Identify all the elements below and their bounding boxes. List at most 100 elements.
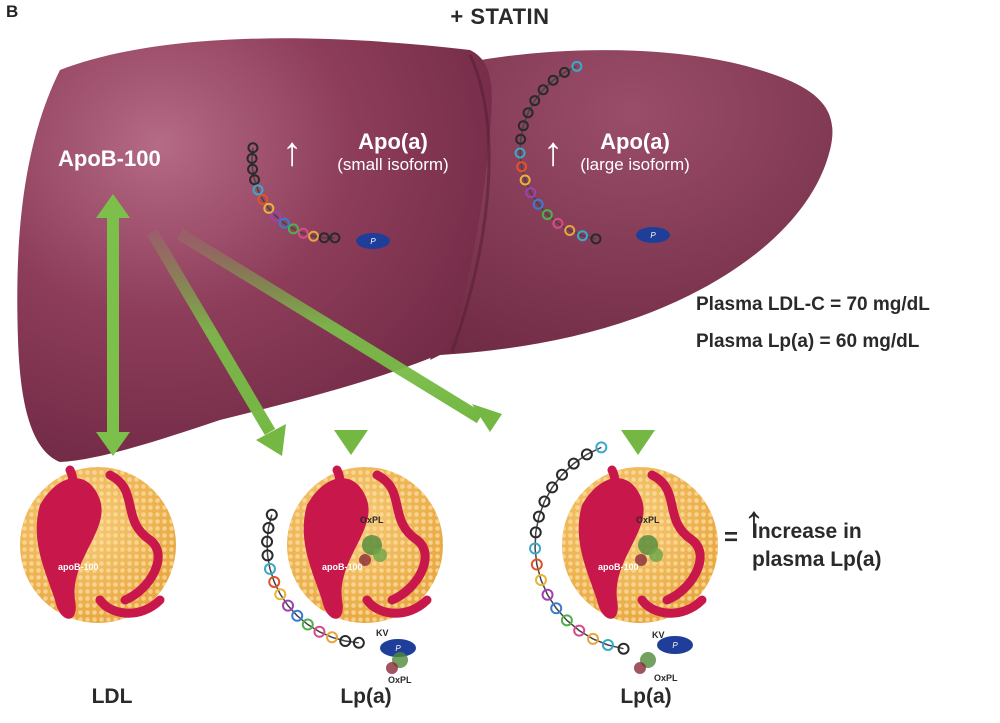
p-domain-liver-small: P [356,233,390,249]
kringle-domain [270,210,282,222]
kringle-domain [313,625,326,638]
svg-text:P: P [395,644,401,653]
apoa-small-isoform-label: Apo(a) (small isoform) [328,129,458,175]
kringle-chain-large-particle [529,441,630,655]
kringle-domain [263,562,276,575]
kringle-domain [278,217,290,229]
kringle-domain [532,510,545,523]
apob-inner-label-lpa-large: apoB-100 [598,562,639,572]
kringle-domain [617,642,630,655]
kringle-domain [580,448,593,461]
kringle-domain [529,95,541,107]
up-arrow-small-isoform: ↑ [282,130,302,174]
plasma-lpa: Plasma Lp(a) = 60 mg/dL [696,331,920,352]
increase-text: Increase in plasma Lp(a) [752,518,882,574]
kringle-domain [550,602,563,615]
kringle-domain [546,481,559,494]
kringle-domain [529,542,542,555]
p-domain-particle-small: P [380,639,416,657]
increase-line2: plasma Lp(a) [752,548,882,571]
liver-lobe-divider [450,54,491,353]
panel-letter: B [6,2,19,21]
kringle-domain [326,631,339,644]
lpa-large-label: Lp(a) [620,685,672,708]
apoa-large-sub: (large isoform) [580,155,690,174]
kringle-domain [601,638,614,651]
kringle-domain [532,198,544,210]
kringle-domain [573,624,586,637]
kringle-domain [265,508,278,521]
plasma-ldl-c: Plasma LDL-C = 70 mg/dL [696,294,930,315]
oxpl-label-large-bottom: OxPL [654,673,678,683]
kringle-domain [515,133,527,145]
kringle-domain [571,60,583,72]
oxpl-cluster-large [634,535,663,674]
kringle-domain [308,230,320,242]
kringle-domain [567,457,580,470]
kringle-backbone [534,446,624,650]
ldl-label: LDL [91,685,133,708]
kringle-domain [268,575,281,588]
kringle-domain [517,120,529,132]
kringle-domain [246,152,258,164]
kringle-domain [352,636,365,649]
kringle-domain [291,609,304,622]
apoa-small-sub: (small isoform) [337,155,449,174]
kringle-backbone [266,514,359,644]
increase-up-arrow: ↑ [743,497,765,546]
kringle-domain [556,468,569,481]
kringle-domain [537,84,549,96]
liver-right-lobe [430,50,833,361]
oxpl-cluster-small [359,535,408,674]
kringle-domain [514,147,526,159]
kringle-domain [529,526,542,539]
kringle-domain [252,184,264,196]
kringle-domain [587,632,600,645]
apoa-small-main: Apo(a) [358,129,428,154]
green-arrows [96,194,655,456]
kringle-domain [282,599,295,612]
kringle-domain [247,142,259,154]
oxpl-label-small-top: OxPL [360,515,384,525]
kringle-domain [516,161,528,173]
kringle-domain [541,209,553,221]
kringle-domain [519,174,531,186]
kringle-domain [525,187,537,199]
kringle-domain [257,194,269,206]
kringle-chain-large-liver [514,60,602,245]
kringle-domain [564,224,576,236]
equals-sign: = [724,524,739,551]
kringle-domain [538,495,551,508]
kringle-domain [301,618,314,631]
kringle-domain [287,223,299,235]
kringle-domain [261,549,274,562]
kringle-domain [558,66,570,78]
kringle-chain-small-particle [261,508,365,649]
increase-line1: Increase in [752,520,862,543]
kringle-domain [247,163,259,175]
oxpl-label-large-top: OxPL [636,515,660,525]
kringle-domain [329,232,341,244]
kv-label-large: KV [652,630,665,640]
kringle-domain [552,217,564,229]
up-arrow-large-isoform: ↑ [543,130,563,174]
kringle-domain [577,230,589,242]
ldl-particle [20,465,176,623]
kringle-domain [547,74,559,86]
p-domain-particle-large: P [657,636,693,654]
kringle-domain [560,614,573,627]
kringle-domain [590,233,602,245]
kringle-backbone [519,65,597,240]
apoa-large-isoform-label: Apo(a) (large isoform) [575,129,695,175]
kringle-chain-small-liver [246,142,341,244]
kringle-domain [263,202,275,214]
apoa-large-main: Apo(a) [600,129,670,154]
kringle-domain [339,634,352,647]
apob-inner-label-lpa-small: apoB-100 [322,562,363,572]
kringle-domain [274,588,287,601]
svg-text:P: P [650,231,656,240]
svg-text:P: P [672,641,678,650]
kringle-domain [297,227,309,239]
